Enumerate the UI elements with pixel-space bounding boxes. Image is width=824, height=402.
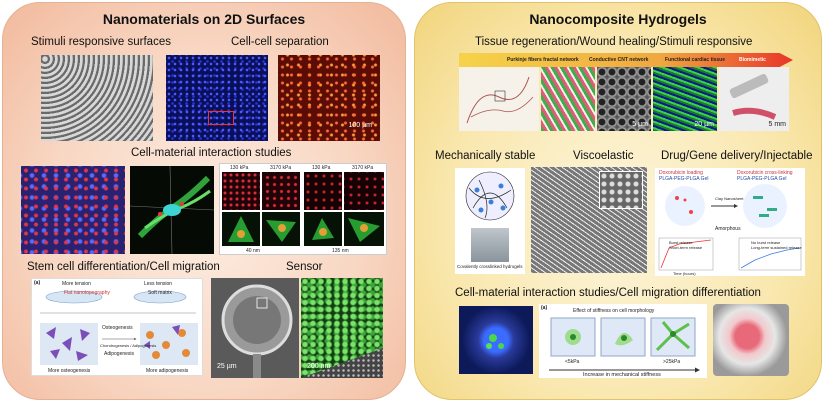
grid-bottom-1: 40 nm <box>246 248 260 254</box>
drug-left-head: Doxorubicin loading <box>659 170 703 176</box>
mech-image: Covalently crosslinked hydrogels <box>455 168 525 274</box>
visco-sem <box>531 167 647 273</box>
cell-sep-blue-image <box>166 55 268 141</box>
drug-left-sub: PLGA-PEG-PLGA Gel <box>659 176 709 182</box>
nanomaterials-panel: Nanomaterials on 2D Surfaces Stimuli res… <box>2 2 406 400</box>
sensor-image-b: 200 nm <box>301 278 383 378</box>
stimuli-label: Stimuli responsive surfaces <box>31 36 171 48</box>
tissue-banner: Purkinje fibers fractal network Conducti… <box>459 53 793 67</box>
visco-label: Viscoelastic <box>573 150 634 162</box>
stem-cell-diagram: (a) More tension Less tension Flat nanot… <box>31 278 203 376</box>
tissue-device: 5 mm <box>719 67 789 131</box>
tissue-scale-1: 5 µm <box>632 121 648 128</box>
stem-label: Stem cell differentiation/Cell migration <box>27 261 220 273</box>
interaction-image-a <box>21 166 125 254</box>
cell-spheroid-image <box>713 304 789 376</box>
stem-right-sub: Soft matrix <box>148 290 172 296</box>
drug-legend-1b: Short-term release <box>669 245 703 250</box>
stem-svg <box>40 290 198 365</box>
cell-axis: Increase in mechanical stiffness <box>583 372 661 378</box>
drug-right-sub: PLGA-PEG-PLGA Gel <box>737 176 787 182</box>
sensor-scale-a: 25 µm <box>217 363 237 370</box>
hydrogels-panel: Nanocomposite Hydrogels Tissue regenerat… <box>414 2 822 400</box>
tissue-cardiac: 20 µm <box>653 67 717 131</box>
cell-label: Cell-material interaction studies/Cell m… <box>455 287 761 299</box>
cell-tag: (a) <box>541 305 548 311</box>
cell-fluor-image <box>459 306 533 374</box>
tissue-fibers <box>541 67 595 131</box>
cell-3d-svg <box>130 166 214 254</box>
cell-high: >25kPa <box>663 359 681 365</box>
stem-left-sub: Flat nanotopography <box>64 290 110 296</box>
stem-tag: (a) <box>34 280 41 286</box>
banner-2: Conductive CNT network <box>589 57 649 63</box>
banner-4: Biomimetic <box>739 57 766 63</box>
cell-low: <5kPa <box>565 359 580 365</box>
drug-label: Drug/Gene delivery/Injectable <box>661 150 813 162</box>
tissue-scale-2: 20 µm <box>694 121 714 128</box>
drug-legend-1a: Burst release <box>669 240 693 245</box>
sensor-scale-b: 200 nm <box>307 363 331 370</box>
tissue-sketch <box>459 67 539 131</box>
stiffness-grid: 130 kPa 3170 kPa 130 kPa 3170 kPa 40 nm … <box>219 163 387 255</box>
grid-header-4: 3170 kPa <box>352 165 374 171</box>
right-panel-title: Nanocomposite Hydrogels <box>529 11 707 27</box>
cell-sep-label: Cell-cell separation <box>231 36 329 48</box>
sensor-label: Sensor <box>286 261 323 273</box>
tissue-label: Tissue regeneration/Wound healing/Stimul… <box>475 36 753 48</box>
stiffness-diagram: (a) Effect of stiffness on cell morpholo… <box>539 304 707 378</box>
grid-header-2: 3170 kPa <box>270 165 292 171</box>
stem-mid-2: Chondrogenesis / Adipogenesis <box>100 343 157 348</box>
drug-arrow: Clay Nanosheet <box>715 196 744 201</box>
stimuli-sem-image <box>41 55 153 141</box>
cell-diagram-title: Effect of stiffness on cell morphology <box>573 308 655 314</box>
stem-left-bottom: More osteogenesis <box>48 368 91 374</box>
tissue-scale-3: 5 mm <box>768 121 787 128</box>
stem-right-bottom: More adipogenesis <box>146 368 189 374</box>
drug-legend-2a: No burst release <box>751 240 781 245</box>
tissue-cnt: 5 µm <box>597 67 651 131</box>
sensor-image-a: 25 µm <box>211 278 299 378</box>
interaction-label: Cell-material interaction studies <box>131 147 292 159</box>
grid-header-1: 130 kPa <box>230 165 249 171</box>
stem-right-title: Less tension <box>144 281 173 287</box>
scale-label: 100 µm <box>348 122 373 129</box>
mech-caption: Covalently crosslinked hydrogels <box>457 264 523 269</box>
drug-diagram: Doxorubicin loading PLGA-PEG-PLGA Gel Do… <box>655 168 805 276</box>
drug-middle: Amorphous <box>715 226 741 232</box>
inset-box <box>208 111 234 125</box>
cell-sep-red-image: 100 µm <box>278 55 380 141</box>
stem-left-title: More tension <box>62 281 91 287</box>
grid-bottom-2: 135 nm <box>332 248 349 254</box>
stem-mid-3: Adipogenesis <box>104 351 135 357</box>
stem-mid-1: Osteogenesis <box>102 325 133 331</box>
banner-1: Purkinje fibers fractal network <box>507 57 579 63</box>
banner-3: Functional cardiac tissue <box>665 57 726 63</box>
interaction-image-b <box>130 166 214 254</box>
left-panel-title: Nanomaterials on 2D Surfaces <box>102 11 306 27</box>
drug-axis: Time (hours) <box>673 271 696 276</box>
drug-right-head: Doxorubicin cross-linking <box>737 170 793 176</box>
mech-label: Mechanically stable <box>435 150 536 162</box>
drug-legend-2b: Long-term sustained release <box>751 245 802 250</box>
grid-header-3: 130 kPa <box>312 165 331 171</box>
